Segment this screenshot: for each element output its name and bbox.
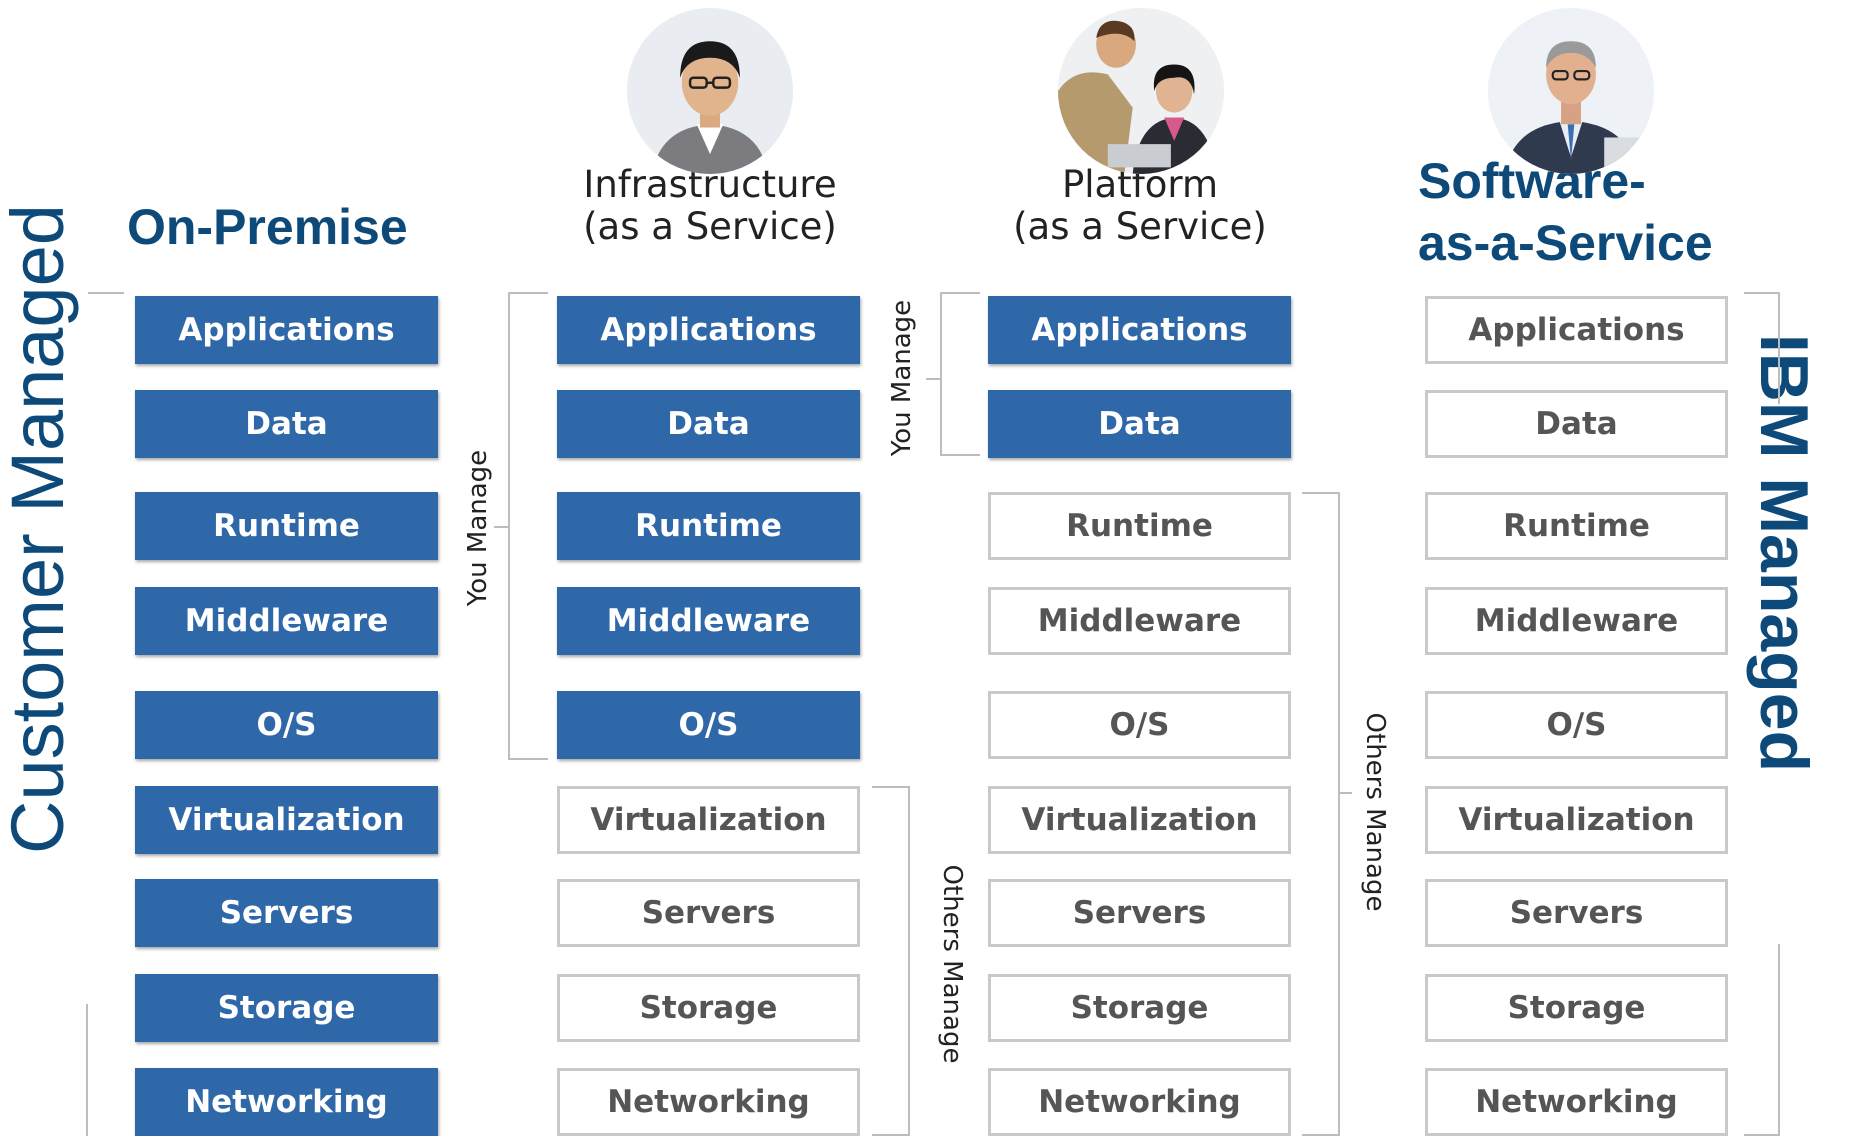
paas-data: Data: [988, 390, 1291, 458]
saas-runtime: Runtime: [1425, 492, 1728, 560]
iaas-servers: Servers: [557, 879, 860, 947]
saas-os: O/S: [1425, 691, 1728, 759]
iaas-others-manage-label: Others Manage: [937, 864, 967, 1064]
paas-others-manage-label: Others Manage: [1360, 712, 1390, 912]
iaas-others-manage-bracket: [872, 786, 910, 1136]
paas-applications: Applications: [988, 296, 1291, 364]
on-premise-bracket-top: [88, 292, 124, 294]
saas-servers: Servers: [1425, 879, 1728, 947]
saas-title: Software- as-a-Service: [1418, 150, 1713, 274]
person-with-glasses-icon: [627, 8, 793, 174]
two-people-at-laptop-icon: [1058, 8, 1224, 174]
on-premise-os: O/S: [135, 691, 438, 759]
businessman-icon: [1488, 8, 1654, 174]
saas-data: Data: [1425, 390, 1728, 458]
on-premise-applications: Applications: [135, 296, 438, 364]
iaas-middleware: Middleware: [557, 587, 860, 655]
paas-os: O/S: [988, 691, 1291, 759]
paas-title: Platform (as a Service): [990, 164, 1290, 248]
on-premise-middleware: Middleware: [135, 587, 438, 655]
on-premise-networking: Networking: [135, 1068, 438, 1136]
paas-middleware: Middleware: [988, 587, 1291, 655]
paas-you-manage-bracket: [940, 292, 980, 456]
on-premise-title: On-Premise: [127, 199, 408, 255]
iaas-os: O/S: [557, 691, 860, 759]
on-premise-bracket-bottom: [86, 1004, 124, 1136]
saas-middleware: Middleware: [1425, 587, 1728, 655]
saas-applications: Applications: [1425, 296, 1728, 364]
saas-title-line2: as-a-Service: [1418, 215, 1713, 271]
on-premise-servers: Servers: [135, 879, 438, 947]
saas-storage: Storage: [1425, 974, 1728, 1042]
iaas-networking: Networking: [557, 1068, 860, 1136]
paas-servers: Servers: [988, 879, 1291, 947]
saas-virtualization: Virtualization: [1425, 786, 1728, 854]
iaas-title-line2: (as a Service): [583, 205, 837, 248]
saas-networking: Networking: [1425, 1068, 1728, 1136]
paas-virtualization: Virtualization: [988, 786, 1291, 854]
iaas-applications: Applications: [557, 296, 860, 364]
paas-runtime: Runtime: [988, 492, 1291, 560]
iaas-runtime: Runtime: [557, 492, 860, 560]
paas-title-line2: (as a Service): [1013, 205, 1267, 248]
iaas-storage: Storage: [557, 974, 860, 1042]
iaas-you-manage-tick: [494, 526, 508, 528]
saas-bracket-bottom: [1744, 944, 1780, 1136]
iaas-you-manage-bracket: [508, 292, 548, 760]
paas-you-manage-tick: [926, 378, 940, 380]
iaas-virtualization: Virtualization: [557, 786, 860, 854]
iaas-title: Infrastructure (as a Service): [560, 164, 860, 248]
on-premise-virtualization: Virtualization: [135, 786, 438, 854]
paas-networking: Networking: [988, 1068, 1291, 1136]
paas-others-manage-tick: [1340, 792, 1352, 794]
saas-bracket-top: [1744, 292, 1780, 404]
on-premise-storage: Storage: [135, 974, 438, 1042]
paas-you-manage-label: You Manage: [887, 299, 917, 457]
on-premise-data: Data: [135, 390, 438, 458]
on-premise-runtime: Runtime: [135, 492, 438, 560]
paas-storage: Storage: [988, 974, 1291, 1042]
paas-others-manage-bracket: [1302, 492, 1340, 1136]
customer-managed-label: Customer Managed: [0, 204, 79, 854]
iaas-data: Data: [557, 390, 860, 458]
iaas-you-manage-label: You Manage: [463, 449, 493, 607]
